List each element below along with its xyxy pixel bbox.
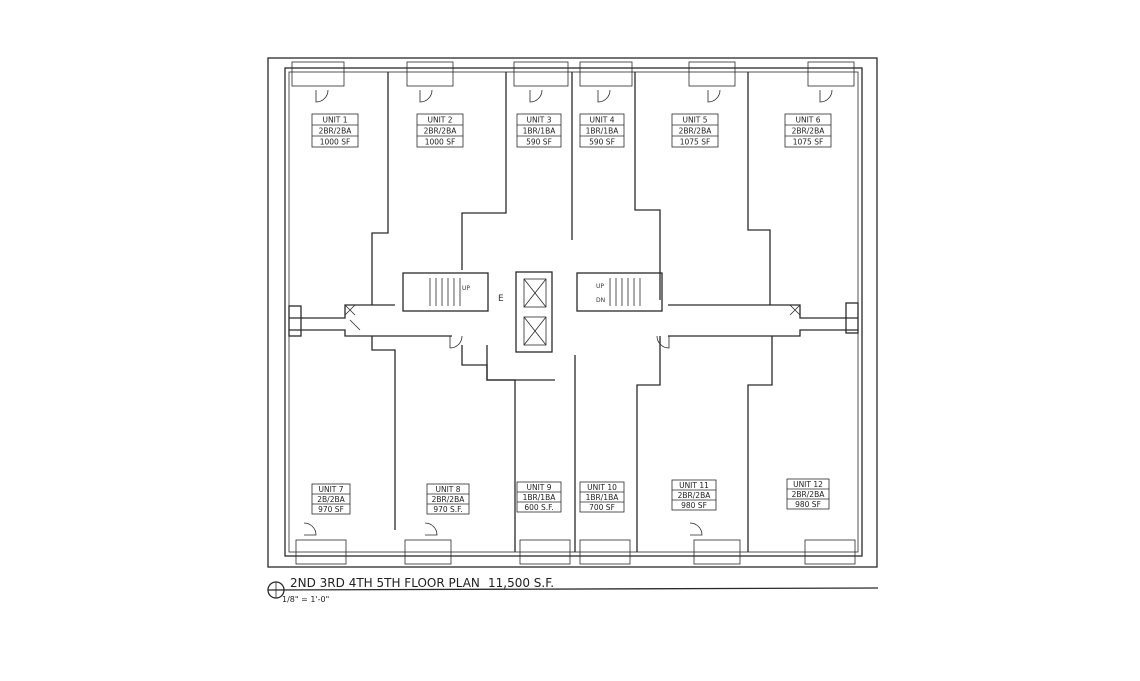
unit-area: 1075 SF xyxy=(793,138,824,147)
unit-label: UNIT 7 2B/2BA 970 SF xyxy=(311,483,351,515)
elevator-room-label: E xyxy=(498,294,504,304)
unit-area: 600 S.F. xyxy=(524,503,553,512)
plan-title: 2ND 3RD 4TH 5TH FLOOR PLAN xyxy=(290,576,480,590)
unit-name: UNIT 6 xyxy=(795,116,820,125)
unit-area: 970 S.F. xyxy=(433,505,462,514)
unit-name: UNIT 1 xyxy=(322,116,347,125)
stair-left xyxy=(402,272,489,312)
unit-name: UNIT 3 xyxy=(526,116,551,125)
unit-label: UNIT 11 2BR/2BA 980 SF xyxy=(671,479,717,511)
unit-area: 1000 SF xyxy=(425,138,456,147)
unit-name: UNIT 5 xyxy=(682,116,707,125)
corridor xyxy=(289,304,858,337)
exterior-wall xyxy=(284,67,863,557)
stair-up-label-right: UP xyxy=(596,283,604,290)
unit-label: UNIT 8 2BR/2BA 970 S.F. xyxy=(426,483,470,515)
unit-type: 1BR/1BA xyxy=(586,493,620,502)
balconies-bottom xyxy=(295,539,856,565)
outer-border xyxy=(267,57,878,568)
unit-name: UNIT 11 xyxy=(679,481,709,490)
elevators xyxy=(515,271,553,353)
unit-area: 970 SF xyxy=(318,505,344,514)
unit-label: UNIT 12 2BR/2BA 980 SF xyxy=(786,478,830,510)
unit-label: UNIT 3 1BR/1BA 590 SF xyxy=(516,113,562,148)
unit-name: UNIT 9 xyxy=(526,483,551,492)
unit-type: 2BR/2BA xyxy=(679,127,713,136)
unit-type: 1BR/1BA xyxy=(523,127,557,136)
chase-right xyxy=(845,302,859,334)
unit-label: UNIT 5 2BR/2BA 1075 SF xyxy=(671,113,719,148)
bottom-unit-walls xyxy=(371,336,773,552)
unit-name: UNIT 10 xyxy=(587,483,617,492)
unit-area: 1000 SF xyxy=(320,138,351,147)
top-unit-walls xyxy=(371,72,771,305)
stair-down-label: DN xyxy=(596,297,605,304)
unit-area: 590 SF xyxy=(589,138,615,147)
unit-label: UNIT 9 1BR/1BA 600 S.F. xyxy=(516,481,562,513)
unit-area: 980 SF xyxy=(795,500,821,509)
unit-type: 2BR/2BA xyxy=(424,127,458,136)
doors xyxy=(303,89,833,536)
unit-area: 700 SF xyxy=(589,503,615,512)
unit-name: UNIT 2 xyxy=(427,116,452,125)
unit-area: 980 SF xyxy=(681,501,707,510)
stair-right xyxy=(576,272,663,312)
unit-labels-bottom: UNIT 7 2B/2BA 970 SF UNIT 8 2BR/2BA 970 … xyxy=(311,478,830,515)
unit-type: 2BR/2BA xyxy=(319,127,353,136)
unit-type: 1BR/1BA xyxy=(523,493,557,502)
plan-area: 11,500 S.F. xyxy=(488,576,554,590)
unit-name: UNIT 4 xyxy=(589,116,614,125)
unit-area: 1075 SF xyxy=(680,138,711,147)
stair-up-label: UP xyxy=(462,285,470,292)
exterior-wall-inner xyxy=(288,71,859,553)
unit-label: UNIT 4 1BR/1BA 590 SF xyxy=(579,113,625,148)
unit-name: UNIT 7 xyxy=(318,485,343,494)
unit-name: UNIT 12 xyxy=(793,480,823,489)
unit-type: 2BR/2BA xyxy=(792,490,826,499)
unit-name: UNIT 8 xyxy=(435,485,460,494)
title-block: 2ND 3RD 4TH 5TH FLOOR PLAN 11,500 S.F. 1… xyxy=(267,576,879,604)
unit-type: 2BR/2BA xyxy=(432,495,466,504)
unit-label: UNIT 6 2BR/2BA 1075 SF xyxy=(784,113,832,148)
unit-label: UNIT 10 1BR/1BA 700 SF xyxy=(579,481,625,513)
plan-scale: 1/8" = 1'-0" xyxy=(282,595,329,604)
unit-label: UNIT 1 2BR/2BA 1000 SF xyxy=(311,113,359,148)
unit-labels-top: UNIT 1 2BR/2BA 1000 SF UNIT 2 2BR/2BA 10… xyxy=(311,113,832,148)
unit-area: 590 SF xyxy=(526,138,552,147)
unit-label: UNIT 2 2BR/2BA 1000 SF xyxy=(416,113,464,148)
unit-type: 2B/2BA xyxy=(317,495,345,504)
unit-type: 2BR/2BA xyxy=(678,491,712,500)
unit-type: 2BR/2BA xyxy=(792,127,826,136)
balconies-top xyxy=(291,61,855,87)
chase-left xyxy=(288,305,302,337)
unit-type: 1BR/1BA xyxy=(586,127,620,136)
